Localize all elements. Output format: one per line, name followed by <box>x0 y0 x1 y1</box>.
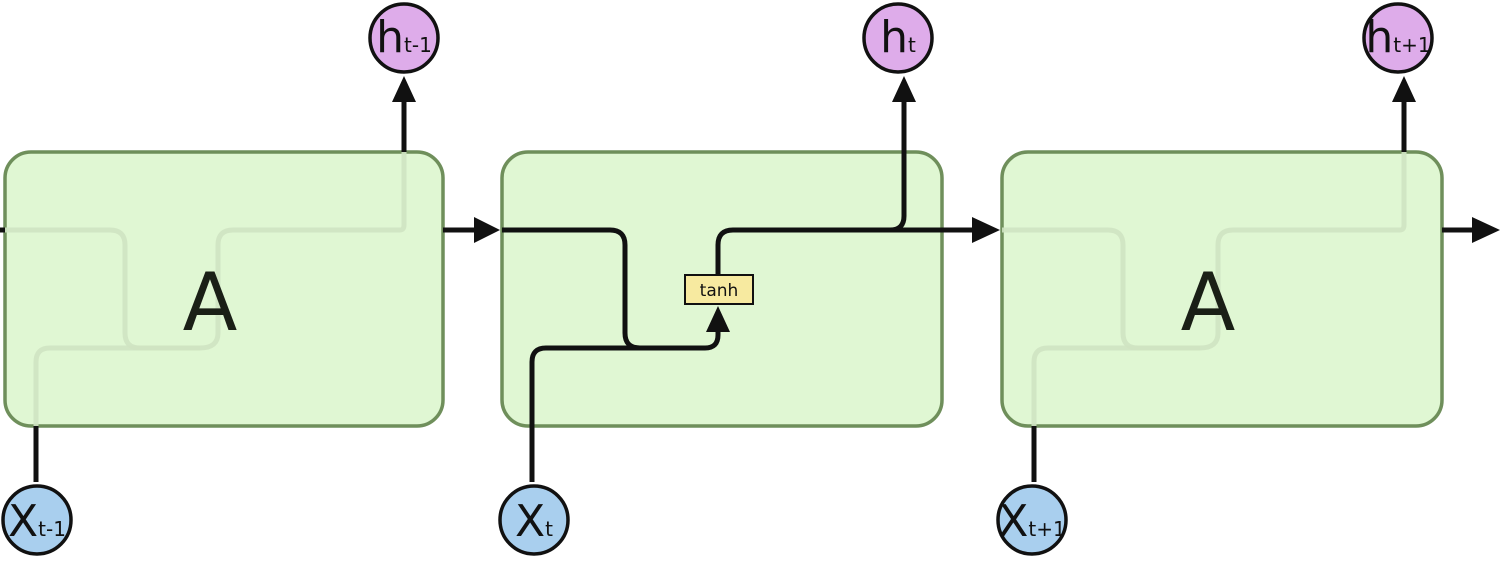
output-node-t-minus-1: ht-1 <box>368 2 440 74</box>
output-node-circle-left <box>368 2 440 74</box>
cell-t-plus-1: A <box>1000 150 1444 428</box>
cell-label-right: A <box>1181 256 1236 349</box>
input-node-t: Xt <box>498 484 570 556</box>
cell-t: tanh <box>500 100 944 482</box>
output-connections <box>392 76 1416 152</box>
input-node-circle-center <box>498 484 570 556</box>
arrowhead-to-tanh <box>706 306 730 332</box>
output-node-circle-right <box>1362 2 1434 74</box>
input-node-label-center: Xt <box>515 496 553 547</box>
output-node-t-plus-1: ht+1 <box>1362 2 1434 74</box>
wire-hidden-state-in <box>502 227 721 351</box>
input-node-circle-left <box>1 484 73 556</box>
cell-t-minus-1: A <box>3 150 445 428</box>
input-node-circle-right <box>996 484 1068 556</box>
ghost-wire-input-right <box>1031 152 1407 426</box>
ghost-wire-input-left <box>33 152 407 426</box>
arrowhead-state-into-center <box>474 217 500 243</box>
arrowhead-output-left <box>392 76 416 102</box>
output-node-label-left: ht-1 <box>376 12 432 63</box>
arrowhead-state-out-right <box>1472 217 1500 243</box>
arrowhead-state-into-right <box>972 217 1000 243</box>
tanh-box <box>684 274 754 305</box>
output-node-circle-center <box>862 2 934 74</box>
input-node-label-right: Xt+1 <box>998 496 1065 547</box>
input-node-t-plus-1: Xt+1 <box>996 484 1068 556</box>
cell-box-left <box>3 150 445 428</box>
input-node-label-left: Xt-1 <box>8 496 66 547</box>
cell-box-right <box>1000 150 1444 428</box>
input-connections <box>33 426 1037 482</box>
wire-input-in <box>529 345 640 482</box>
cell-label-left: A <box>183 256 238 349</box>
input-node-t-minus-1: Xt-1 <box>1 484 73 556</box>
output-node-t: ht <box>862 2 934 74</box>
tanh-activation: tanh <box>684 274 754 305</box>
arrowhead-output-center <box>892 76 916 102</box>
tanh-label: tanh <box>700 281 739 301</box>
arrowhead-output-right <box>1392 76 1416 102</box>
wire-tanh-out <box>715 100 907 274</box>
state-connections <box>0 217 1500 243</box>
output-node-label-center: ht <box>880 12 916 63</box>
output-node-label-right: ht+1 <box>1365 12 1430 63</box>
